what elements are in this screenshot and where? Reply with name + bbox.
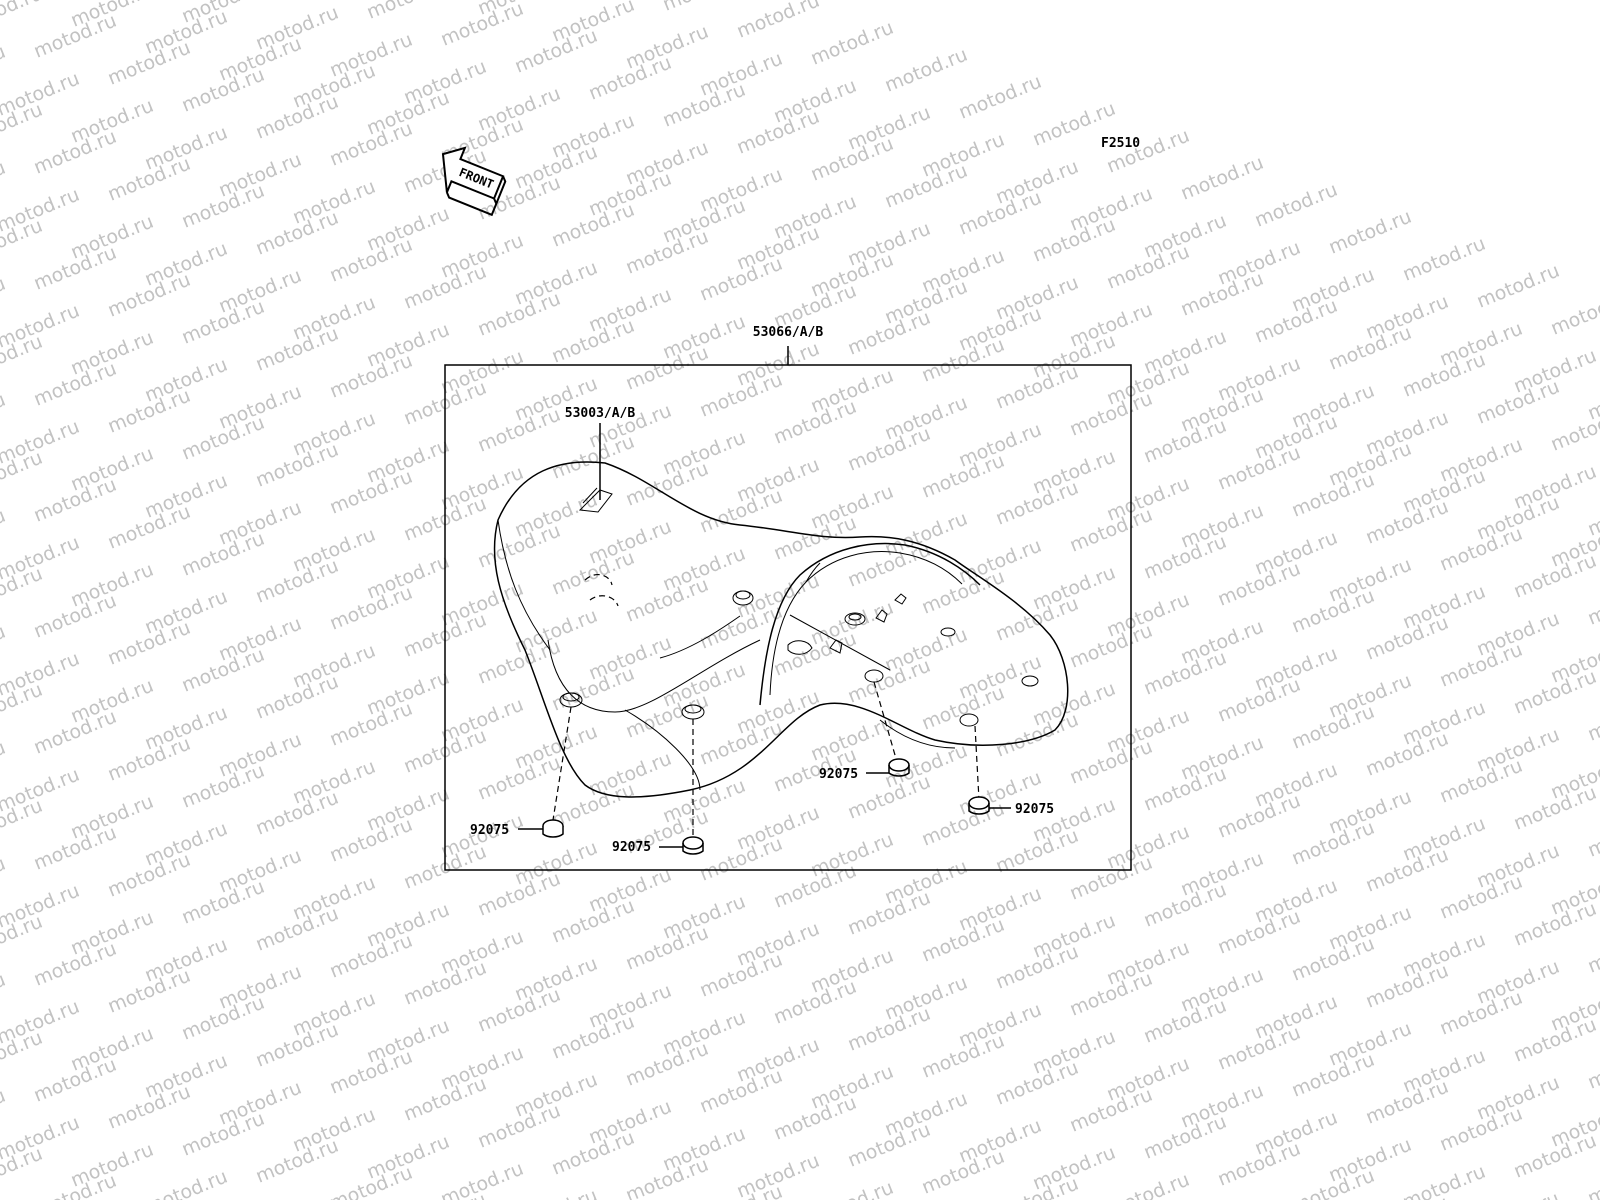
watermark-text: motod.ru [808, 17, 897, 70]
watermark-text: motod.ru [0, 969, 9, 1022]
callout-seat-assembly: 53066/A/B [753, 325, 824, 340]
watermark-text: motod.ru [0, 737, 9, 790]
watermark-text: motod.ru [1585, 577, 1600, 630]
watermark-text: motod.ru [1548, 287, 1600, 340]
watermark-text: motod.ru [882, 44, 971, 97]
watermark-text: motod.ru [956, 71, 1045, 124]
watermark-text: motod.ru [1104, 1169, 1193, 1200]
watermark-text: motod.ru [1252, 179, 1341, 232]
damper-front-left [518, 706, 572, 838]
damper-rear-right [968, 725, 1011, 815]
watermark-text: motod.ru [0, 0, 46, 36]
watermark-text: motod.ru [0, 389, 9, 442]
watermark-text: motod.ru [0, 41, 9, 94]
watermark-text: motod.ru [0, 157, 9, 210]
callout-damper-center: 92075 [612, 840, 651, 855]
figure-code: F2510 [1101, 136, 1140, 151]
watermark-text: motod.ru [0, 853, 9, 906]
watermark-text: motod.ru [1474, 260, 1563, 313]
watermark-text: motod.ru [1585, 1157, 1600, 1200]
watermark-text: motod.ru [1326, 206, 1415, 259]
watermark-text: motod.ru [142, 1166, 231, 1200]
watermark-text: motod.ru [512, 1185, 601, 1200]
watermark-text: motod.ru [1178, 152, 1267, 205]
watermark-text: motod.ru [0, 621, 9, 674]
callout-damper-rear-right: 92075 [1015, 802, 1054, 817]
callout-seat-cover: 53003/A/B [565, 406, 636, 421]
watermark-text: motod.ru [0, 505, 9, 558]
watermark-text: motod.ru [1474, 1188, 1563, 1200]
watermark-text: motod.ru [808, 1177, 897, 1200]
watermark-text: motod.ru [1585, 925, 1600, 978]
watermark-text: motod.ru [1585, 1041, 1600, 1094]
watermark-text: motod.ru [0, 273, 9, 326]
watermark-text: motod.ru [1585, 693, 1600, 746]
watermark-text: motod.ru [734, 0, 823, 43]
watermark-text: motod.ru [1104, 125, 1193, 178]
watermark-text: motod.ru [1585, 809, 1600, 862]
damper-rear-middle [866, 681, 910, 777]
seat-outline [493, 461, 1069, 798]
callout-damper-rear-middle: 92075 [819, 767, 858, 782]
watermark-text: motod.ru [660, 0, 749, 16]
callout-damper-front-left: 92075 [470, 823, 509, 838]
watermark-text: motod.ru [1400, 233, 1489, 286]
watermark-text: motod.ru [0, 1085, 9, 1138]
watermark-text: motod.ru [364, 0, 453, 24]
damper-center [659, 719, 704, 855]
